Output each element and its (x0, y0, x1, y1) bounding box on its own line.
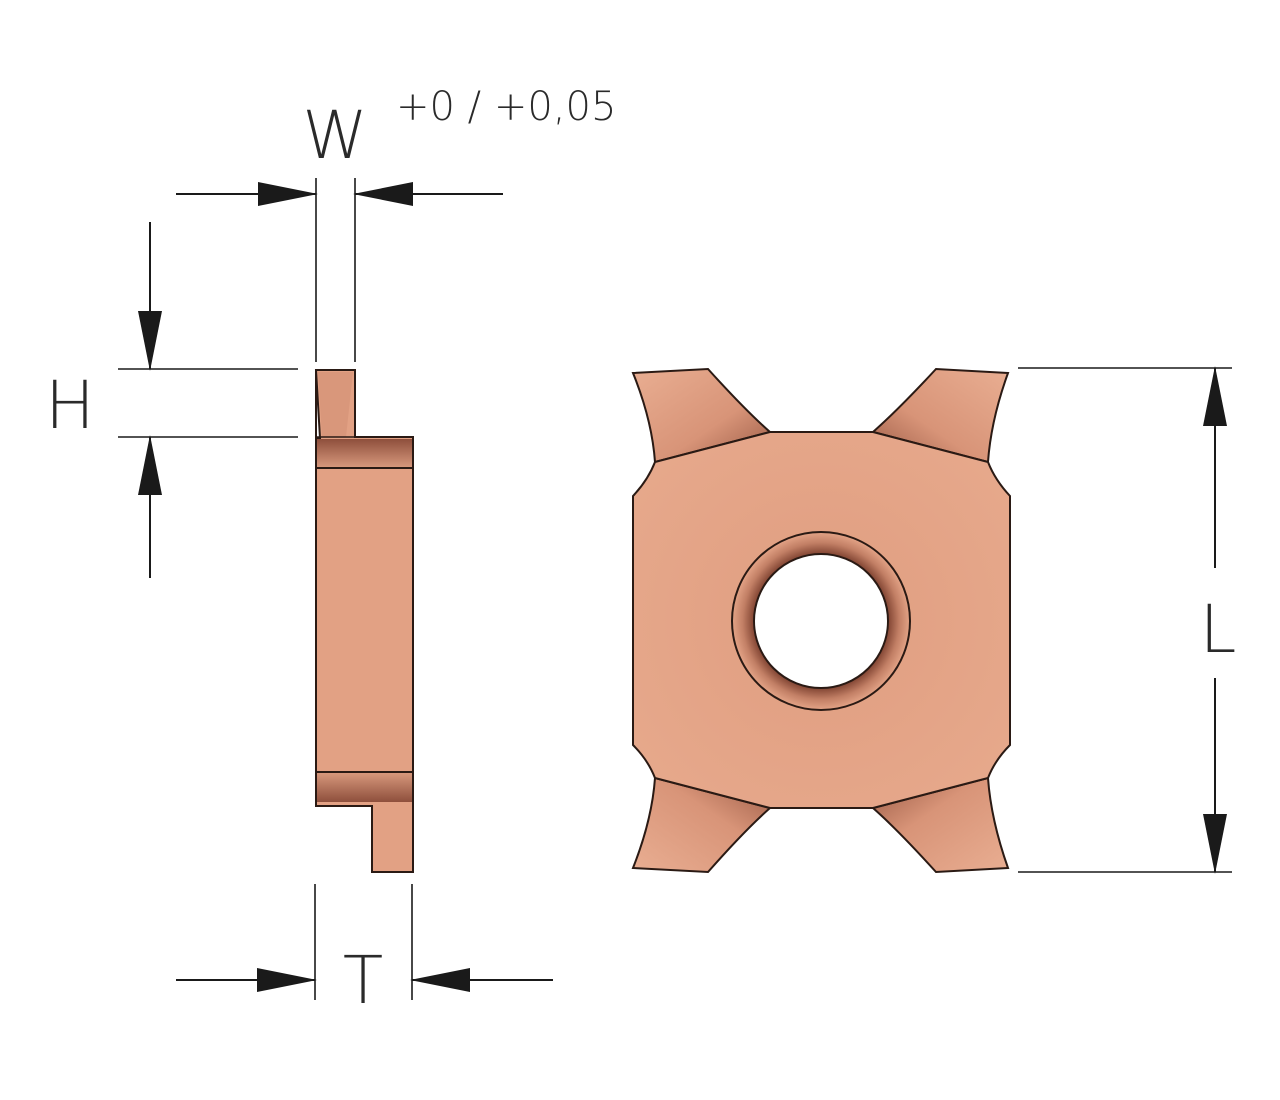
front-view (631, 367, 1011, 874)
height-label: H (45, 367, 95, 444)
side-view (314, 369, 414, 873)
side-view-top-band (316, 439, 413, 468)
length-label: L (1200, 591, 1237, 668)
width-tolerance-label: +0 / +0,05 (396, 84, 616, 130)
width-label: W (302, 97, 367, 174)
thickness-label: T (343, 942, 383, 1019)
width-dimension: W +0 / +0,05 (176, 84, 616, 362)
side-view-bottom-band (316, 772, 413, 802)
center-hole (753, 553, 889, 689)
height-dimension: H (45, 222, 298, 578)
length-dimension: L (1018, 366, 1237, 874)
side-view-top-tooth (318, 372, 353, 437)
thickness-dimension: T (176, 884, 553, 1019)
